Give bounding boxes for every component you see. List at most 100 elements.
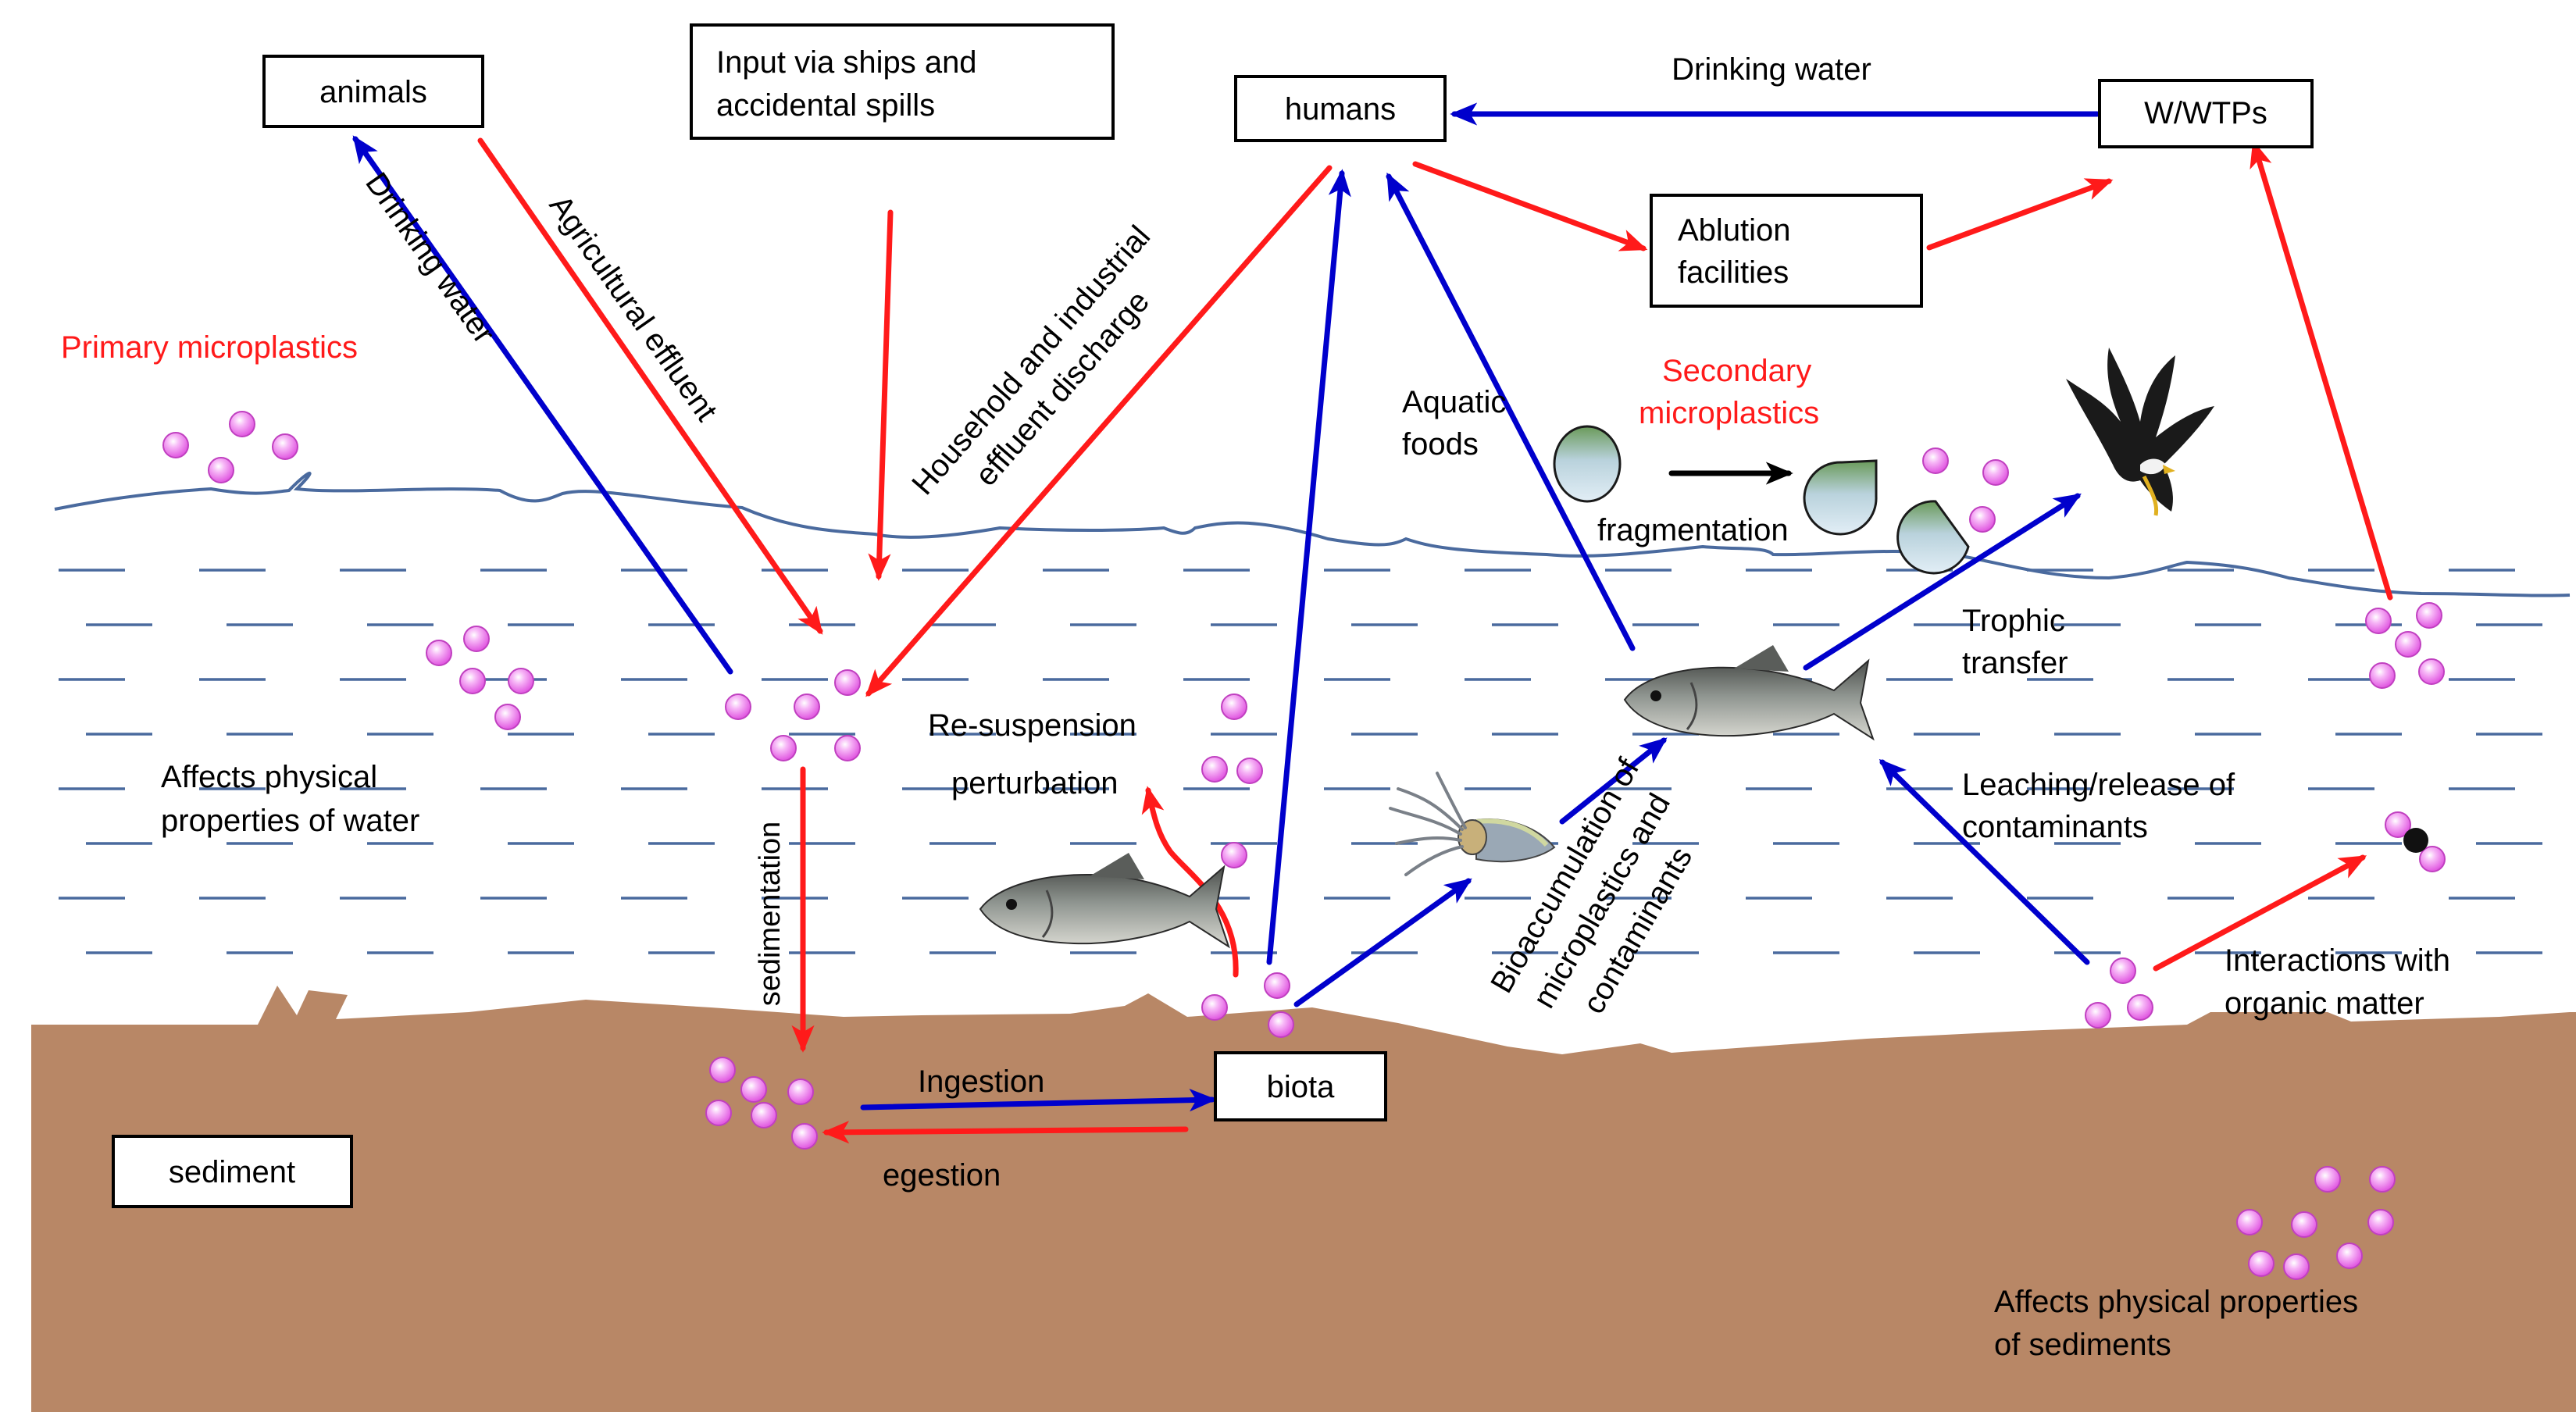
squid-icon xyxy=(1389,772,1556,876)
label-egestion: egestion xyxy=(883,1158,1001,1193)
fragmentation-shapes xyxy=(1553,425,1970,575)
microplastic-particle-icon xyxy=(463,626,490,652)
microplastic-particle-icon xyxy=(2369,662,2396,689)
microplastic-particle-icon xyxy=(508,668,534,694)
svg-text:W/WTPs: W/WTPs xyxy=(2144,96,2267,130)
microplastic-particle-icon xyxy=(2418,658,2445,685)
microplastic-particle-icon xyxy=(1264,972,1290,999)
arrow-agricultural-effluent xyxy=(477,137,823,635)
arrow-squid-to-fish xyxy=(1559,737,1668,825)
svg-text:biota: biota xyxy=(1267,1070,1335,1104)
label-secondary-line2: microplastics xyxy=(1639,396,1819,430)
label-affects-sediment-line1: Affects physical properties xyxy=(1994,1285,2358,1319)
microplastic-particle-icon xyxy=(2314,1166,2341,1193)
microplastic-particle-icon xyxy=(2385,811,2411,838)
microplastic-particle-icon xyxy=(2369,1166,2396,1193)
label-leaching-line2: contaminants xyxy=(1962,810,2148,844)
microplastic-particle-icon xyxy=(1221,694,1247,720)
label-trophic-line1: Trophic xyxy=(1962,604,2065,638)
arrow-biota-to-squid xyxy=(1293,878,1472,1007)
microplastic-particle-icon xyxy=(794,694,820,720)
microplastic-particle-icon xyxy=(751,1102,777,1129)
box-wwtps: W/WTPs xyxy=(2098,79,2314,148)
box-ships-input: Input via ships and accidental spills xyxy=(690,23,1115,140)
eagle-icon xyxy=(2066,348,2214,516)
label-fragmentation: fragmentation xyxy=(1597,513,1789,547)
microplastic-particle-icon xyxy=(2291,1211,2317,1238)
microplastic-particle-icon xyxy=(2248,1250,2275,1277)
arrow-humans-to-ablution xyxy=(1412,161,1648,251)
water-ripples xyxy=(59,569,2542,954)
arrow-fish-to-humans xyxy=(1386,172,1636,651)
svg-text:sediment: sediment xyxy=(169,1155,295,1189)
plastic-fragment-icon xyxy=(1803,459,1878,536)
box-sediment: sediment xyxy=(112,1135,353,1208)
arrow-household-effluent xyxy=(865,165,1333,697)
arrow-egestion xyxy=(822,1121,1189,1144)
label-secondary-line1: Secondary xyxy=(1662,354,1811,388)
label-ingestion: Ingestion xyxy=(918,1064,1044,1099)
microplastic-particle-icon xyxy=(2336,1243,2363,1269)
arrow-interactions-organic xyxy=(2153,854,2367,972)
plastic-piece-icon xyxy=(1553,425,1622,503)
microplastic-particle-icon xyxy=(740,1076,767,1103)
label-affects-water-line1: Affects physical xyxy=(161,760,377,794)
microplastic-particle-icon xyxy=(2365,608,2392,634)
label-aquatic-line2: foods xyxy=(1402,427,1479,462)
box-ablution-facilities: Ablution facilities xyxy=(1650,194,1923,308)
svg-text:Input via ships and: Input via ships and xyxy=(716,45,977,80)
fish-icon xyxy=(979,853,1230,949)
label-aquatic-line1: Aquatic xyxy=(1402,385,1506,419)
arrow-ships-input xyxy=(868,209,894,581)
label-resuspension: Re-suspension xyxy=(928,708,1136,743)
arrow-ablution-to-wwtp xyxy=(1926,178,2114,251)
microplastic-particle-icon xyxy=(2127,994,2153,1021)
microplastic-particle-icon xyxy=(2416,602,2442,629)
svg-text:humans: humans xyxy=(1285,92,1396,127)
label-perturbation: perturbation xyxy=(951,766,1118,800)
arrow-leaching xyxy=(1878,758,2090,965)
label-agricultural-effluent: Agricultural effluent xyxy=(543,189,724,427)
box-animals: animals xyxy=(262,55,484,128)
microplastic-particle-icon xyxy=(1969,506,1996,533)
svg-text:accidental spills: accidental spills xyxy=(716,88,935,123)
arrow-resuspension xyxy=(1141,786,1239,978)
microplastic-particle-icon xyxy=(426,640,452,666)
microplastic-particle-icon xyxy=(2110,957,2136,984)
microplastic-particle-icon xyxy=(834,735,861,761)
organic-matter-particle-icon xyxy=(2403,828,2428,853)
microplastic-particle-icon xyxy=(272,433,298,460)
label-leaching-line1: Leaching/release of xyxy=(1962,768,2235,802)
fish-icon xyxy=(1623,645,1875,741)
svg-text:facilities: facilities xyxy=(1678,255,1789,290)
microplastic-particle-icon xyxy=(725,694,751,720)
microplastic-particle-icon xyxy=(1201,756,1228,783)
microplastic-particle-icon xyxy=(709,1057,736,1083)
box-humans: humans xyxy=(1234,75,1447,142)
microplastic-particle-icon xyxy=(791,1123,818,1150)
microplastic-particle-icon xyxy=(2419,846,2446,872)
water-surface-line xyxy=(54,472,2571,597)
microplastic-particle-icon xyxy=(459,668,486,694)
microplastic-particle-icon xyxy=(1236,758,1263,784)
plastic-fragment-icon xyxy=(1896,500,1970,575)
box-biota: biota xyxy=(1214,1051,1387,1121)
microplastic-particle-icon xyxy=(787,1079,814,1105)
microplastic-particle-icon xyxy=(494,704,521,730)
microplastic-particle-icon xyxy=(162,432,189,458)
microplastic-particle-icon xyxy=(1201,994,1228,1021)
arrow-drinking-water-to-animals xyxy=(352,135,733,675)
microplastic-particle-icon xyxy=(1221,842,1247,868)
svg-text:animals: animals xyxy=(319,75,427,109)
microplastic-particle-icon xyxy=(1922,447,1949,474)
arrow-ingestion xyxy=(860,1089,1217,1112)
microplastic-particle-icon xyxy=(2085,1002,2111,1029)
label-primary-microplastics: Primary microplastics xyxy=(61,330,358,365)
flow-arrows xyxy=(352,102,2393,1144)
label-interactions-line2: organic matter xyxy=(2225,986,2424,1021)
arrow-trophic-transfer xyxy=(1803,493,2082,671)
microplastic-particle-icon xyxy=(834,669,861,696)
microplastic-particle-icon xyxy=(2283,1253,2310,1280)
label-drinking-water-top: Drinking water xyxy=(1672,52,1871,87)
